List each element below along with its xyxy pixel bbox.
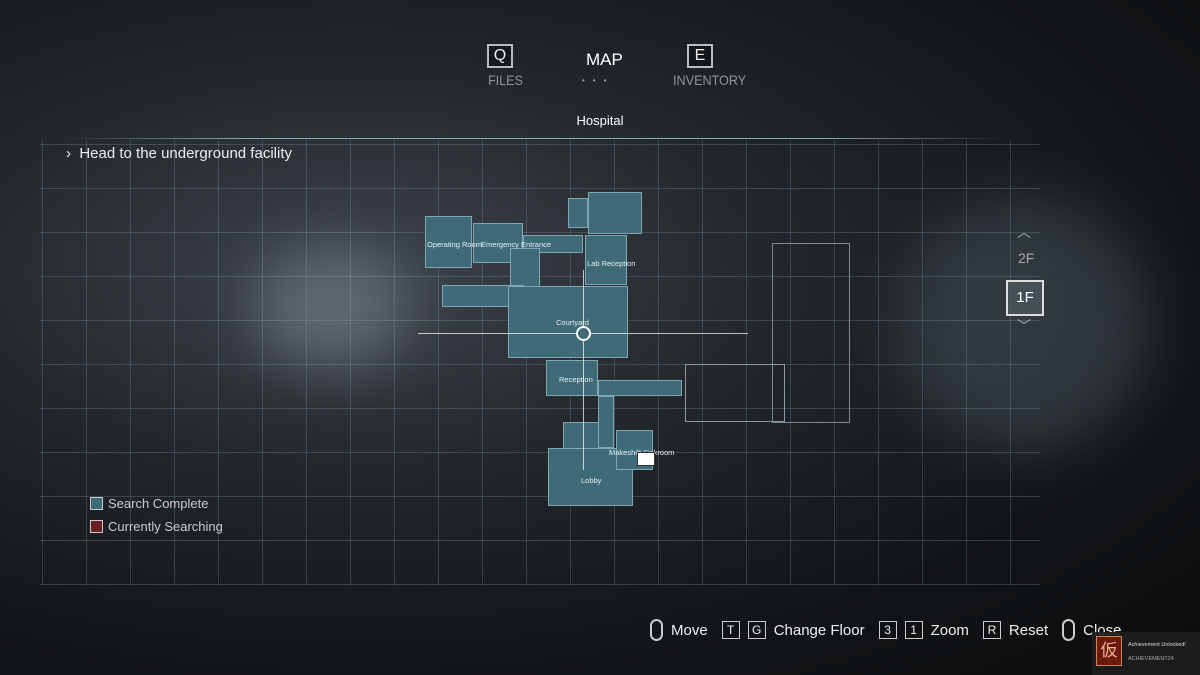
corridor <box>598 396 614 448</box>
floor-2f[interactable]: 2F <box>1018 250 1035 266</box>
floor-down-icon[interactable]: ﹀ <box>1017 318 1031 334</box>
control-hints: Move T G Change Floor 3 1 Zoom R Reset C… <box>650 618 1121 642</box>
tab-inventory[interactable]: INVENTORY <box>673 72 747 88</box>
key-g: G <box>747 621 766 639</box>
legend-search-complete: Search Complete <box>90 496 208 511</box>
objective: › Head to the underground facility <box>66 145 292 162</box>
mouse-icon <box>650 619 663 641</box>
tab-map[interactable]: MAP <box>586 50 623 69</box>
hint-reset: Reset <box>1008 621 1049 639</box>
legend-currently-searching: Currently Searching <box>90 519 223 534</box>
room-courtyard[interactable] <box>508 286 628 358</box>
achievement-title: Achievement Unlocked! <box>1128 642 1186 648</box>
key-t: T <box>721 621 740 639</box>
background-blur <box>250 250 410 370</box>
key-3: 3 <box>878 621 897 639</box>
room-lab-reception[interactable] <box>585 235 627 285</box>
area-title: Hospital <box>576 113 624 128</box>
key-1: 1 <box>904 621 923 639</box>
mouse-icon <box>1062 619 1076 641</box>
map-grid[interactable] <box>40 140 1040 585</box>
hint-move: Move <box>671 621 708 639</box>
hint-change-floor: Change Floor <box>773 621 865 639</box>
objective-text: Head to the underground facility <box>79 145 292 162</box>
floor-up-icon[interactable]: ︿ <box>1017 224 1031 240</box>
corridor-east <box>598 380 682 396</box>
room-label: Lobby <box>581 476 602 485</box>
room-reception[interactable] <box>546 360 598 396</box>
achievement-name: ACHIEVEMENT24 <box>1128 656 1174 662</box>
floor-1f[interactable]: 1F <box>1006 280 1044 316</box>
room-label: Operating Room <box>427 240 483 249</box>
legend-label: Search Complete <box>108 496 209 511</box>
top-nav: Q FILES MAP ••• E INVENTORY <box>0 44 1200 104</box>
tab-files[interactable]: FILES <box>487 72 523 88</box>
inventory-key[interactable]: E <box>687 44 713 68</box>
unexplored-area <box>685 364 785 422</box>
room-label: Reception <box>559 375 593 384</box>
room <box>568 198 588 228</box>
divider <box>60 138 1010 139</box>
unexplored-area <box>772 243 850 423</box>
room-operating[interactable] <box>425 216 472 268</box>
room-label: Lab Reception <box>587 259 636 268</box>
room-label: Courtyard <box>556 318 589 327</box>
hint-zoom: Zoom <box>930 621 969 639</box>
crosshair-vertical <box>583 270 584 470</box>
achievement-toast: 仮 Achievement Unlocked! ACHIEVEMENT24 <box>1092 632 1200 675</box>
achievement-icon: 仮 <box>1096 636 1122 666</box>
page-dots: ••• <box>582 76 615 85</box>
swatch <box>90 497 103 510</box>
room-label: Emergency Entrance <box>481 240 552 249</box>
file-icon[interactable] <box>637 452 655 466</box>
key-r: R <box>982 621 1001 639</box>
player-location-icon <box>576 326 591 341</box>
swatch <box>90 520 103 533</box>
room-makeshift[interactable] <box>616 430 653 470</box>
legend-label: Currently Searching <box>108 519 223 534</box>
room <box>588 192 642 234</box>
background-blur <box>900 200 1150 450</box>
files-key[interactable]: Q <box>487 44 513 68</box>
